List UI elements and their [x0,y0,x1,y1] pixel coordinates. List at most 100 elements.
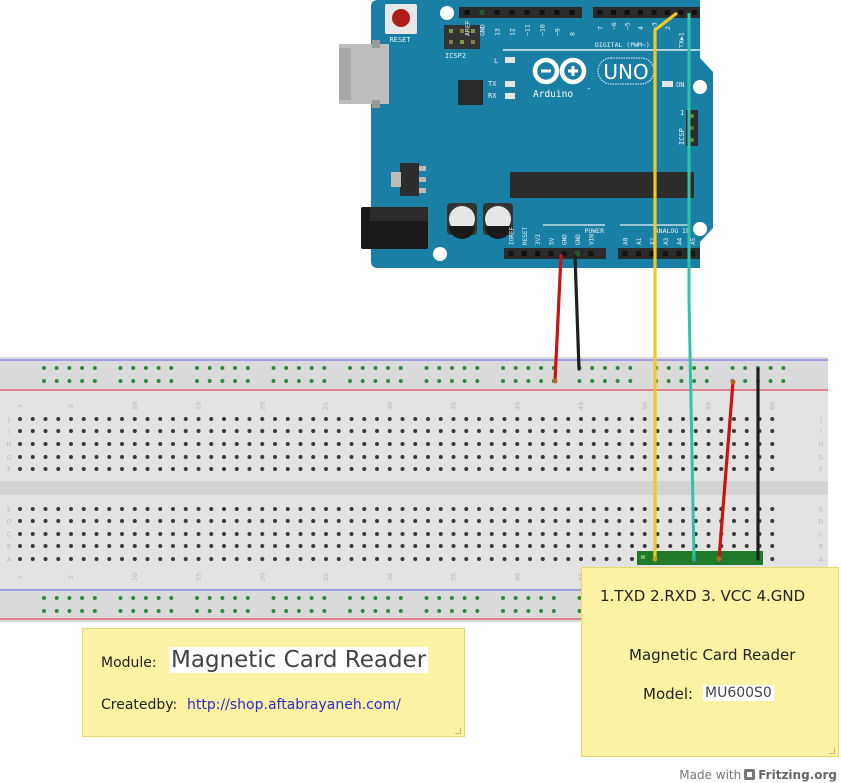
breadboard-hole[interactable] [489,557,494,561]
breadboard-hole[interactable] [617,519,622,523]
breadboard-hole[interactable] [681,417,685,421]
rail-hole[interactable] [284,379,289,383]
breadboard-hole[interactable] [630,519,634,523]
rail-hole[interactable] [781,366,786,370]
breadboard-hole[interactable] [132,442,137,446]
breadboard-hole[interactable] [630,557,634,561]
rail-hole[interactable] [271,379,276,383]
breadboard-hole[interactable] [502,507,507,511]
breadboard-hole[interactable] [311,532,316,536]
breadboard-hole[interactable] [744,442,749,446]
header-pin[interactable] [692,10,697,15]
breadboard-hole[interactable] [553,532,558,536]
breadboard-hole[interactable] [107,544,112,548]
breadboard-hole[interactable] [451,467,456,471]
breadboard-hole[interactable] [413,417,418,421]
breadboard-hole[interactable] [56,532,61,536]
breadboard-hole[interactable] [617,442,622,446]
breadboard-hole[interactable] [30,442,35,446]
rail-hole[interactable] [54,596,59,600]
rail-hole[interactable] [54,379,59,383]
breadboard-hole[interactable] [528,417,532,421]
header-pin[interactable] [611,10,616,15]
header-pin[interactable] [663,251,668,256]
breadboard-hole[interactable] [744,532,749,536]
breadboard-hole[interactable] [732,507,736,511]
breadboard-hole[interactable] [260,417,265,421]
rail-hole[interactable] [615,379,620,383]
breadboard-hole[interactable] [247,467,252,471]
breadboard-hole[interactable] [451,455,456,459]
rail-hole[interactable] [118,596,123,600]
breadboard-hole[interactable] [132,507,137,511]
rail-hole[interactable] [92,379,97,383]
breadboard-hole[interactable] [247,507,252,511]
breadboard-hole[interactable] [362,442,367,446]
rail-hole[interactable] [271,609,276,613]
breadboard-hole[interactable] [579,429,583,433]
breadboard-hole[interactable] [56,467,61,471]
rail-hole[interactable] [437,609,442,613]
header-pin[interactable] [636,251,641,256]
breadboard-hole[interactable] [222,544,226,548]
breadboard-hole[interactable] [18,519,22,523]
breadboard-hole[interactable] [732,532,736,536]
breadboard-hole[interactable] [222,417,226,421]
breadboard-hole[interactable] [553,544,558,548]
breadboard-hole[interactable] [43,519,48,523]
rail-hole[interactable] [398,596,403,600]
rail-hole[interactable] [360,609,365,613]
breadboard-hole[interactable] [336,519,341,523]
breadboard-hole[interactable] [311,429,316,433]
rail-hole[interactable] [539,366,544,370]
rail-hole[interactable] [284,596,289,600]
breadboard-hole[interactable] [579,532,583,536]
breadboard-hole[interactable] [183,507,188,511]
breadboard-hole[interactable] [260,544,265,548]
rail-hole[interactable] [768,379,773,383]
rail-hole[interactable] [195,609,199,613]
breadboard-hole[interactable] [770,507,775,511]
breadboard-hole[interactable] [489,455,494,459]
breadboard-hole[interactable] [375,532,379,536]
breadboard-hole[interactable] [591,519,596,523]
breadboard-hole[interactable] [413,544,418,548]
breadboard-hole[interactable] [540,507,545,511]
rail-hole[interactable] [80,379,85,383]
breadboard-hole[interactable] [732,519,736,523]
breadboard-hole[interactable] [464,507,469,511]
breadboard-hole[interactable] [132,532,137,536]
breadboard-hole[interactable] [375,467,379,471]
rail-hole[interactable] [322,366,327,370]
rail-hole[interactable] [156,609,161,613]
rail-hole[interactable] [501,596,505,600]
breadboard-hole[interactable] [18,442,22,446]
breadboard-hole[interactable] [540,442,545,446]
breadboard-hole[interactable] [18,467,22,471]
breadboard-hole[interactable] [502,467,507,471]
header-pin[interactable] [479,10,485,15]
breadboard-hole[interactable] [693,442,698,446]
breadboard-hole[interactable] [693,467,698,471]
rail-hole[interactable] [424,366,429,370]
breadboard-hole[interactable] [260,532,265,536]
breadboard-hole[interactable] [375,507,379,511]
breadboard-hole[interactable] [56,429,61,433]
breadboard-hole[interactable] [196,442,201,446]
breadboard-hole[interactable] [426,417,430,421]
rail-hole[interactable] [67,609,72,613]
breadboard-hole[interactable] [247,417,252,421]
breadboard-hole[interactable] [18,455,22,459]
breadboard-hole[interactable] [222,507,226,511]
breadboard-hole[interactable] [413,442,418,446]
header-pin[interactable] [561,251,567,256]
breadboard-hole[interactable] [464,455,469,459]
rail-hole[interactable] [475,609,480,613]
breadboard-hole[interactable] [617,417,622,421]
breadboard-hole[interactable] [553,467,558,471]
rail-hole[interactable] [131,609,136,613]
breadboard-hole[interactable] [120,557,124,561]
breadboard-hole[interactable] [770,429,775,433]
breadboard-hole[interactable] [132,417,137,421]
breadboard-hole[interactable] [591,557,596,561]
